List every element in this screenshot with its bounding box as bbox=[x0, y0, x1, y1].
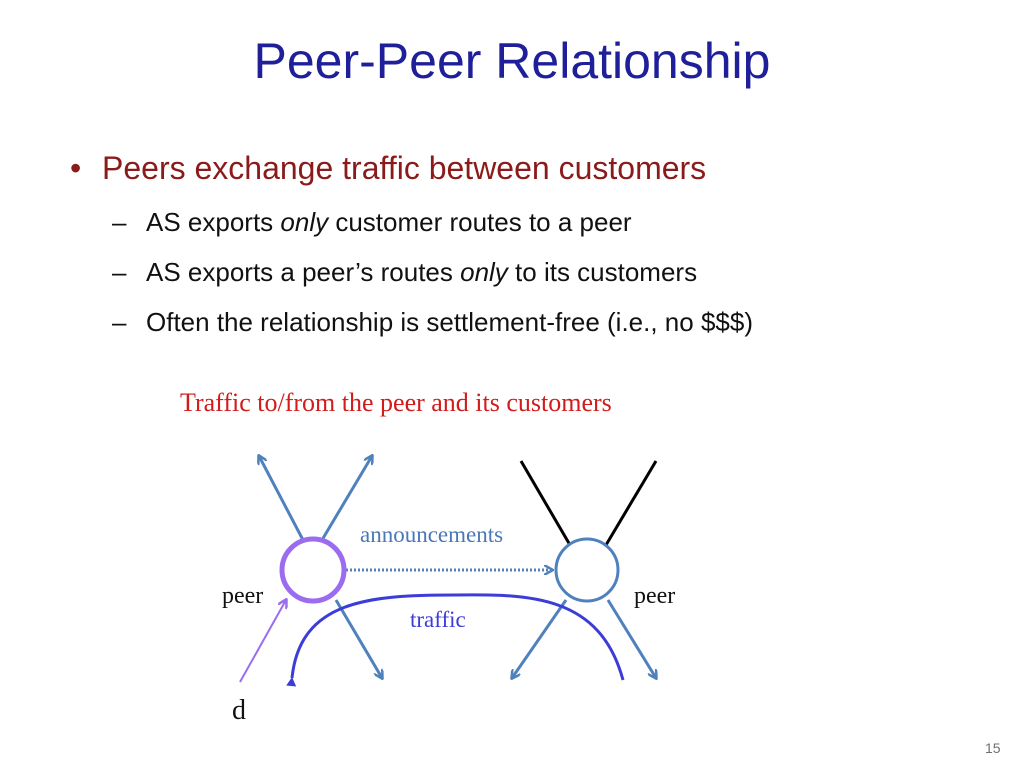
left-peer-node bbox=[279, 536, 347, 604]
bullet-dot-icon: • bbox=[70, 150, 82, 186]
d-to-peer-arrow bbox=[239, 600, 286, 683]
right-edge-down-left bbox=[512, 599, 568, 678]
right-edge-down-right bbox=[606, 599, 656, 678]
left-peer-label: peer bbox=[222, 583, 264, 609]
left-edge-up-left bbox=[259, 456, 305, 541]
right-customer-line-right bbox=[604, 460, 658, 546]
right-peer-node bbox=[554, 537, 620, 603]
traffic-label: traffic bbox=[410, 607, 466, 632]
right-peer-label: peer bbox=[634, 583, 676, 609]
right-customer-line-left bbox=[519, 460, 572, 546]
slide-title: Peer-Peer Relationship bbox=[253, 33, 771, 89]
dash-icon: – bbox=[112, 307, 127, 337]
sub-bullet-1-text-b: customer routes to a peer bbox=[328, 207, 632, 237]
sub-bullet-1-emphasis: only bbox=[280, 207, 329, 237]
sub-bullet-2-emphasis: only bbox=[460, 257, 508, 287]
sub-bullet-2-text-a: AS exports a peer’s routes bbox=[146, 257, 461, 287]
main-bullet: • Peers exchange traffic between custome… bbox=[70, 146, 1010, 190]
main-bullet-text: Peers exchange traffic between customers bbox=[102, 150, 707, 186]
sub-bullet-2-text-b: to its customers bbox=[507, 257, 698, 287]
sub-bullet-3-text: Often the relationship is settlement-fre… bbox=[146, 307, 753, 337]
traffic-curve bbox=[286, 593, 625, 687]
left-edge-up-right bbox=[320, 456, 372, 541]
sub-bullet-3: – Often the relationship is settlement-f… bbox=[70, 304, 1010, 340]
sub-bullet-1: – AS exports only customer routes to a p… bbox=[70, 204, 1010, 240]
dash-icon: – bbox=[112, 257, 127, 287]
sub-bullet-2: – AS exports a peer’s routes only to its… bbox=[70, 254, 1010, 290]
announcements-label: announcements bbox=[360, 522, 504, 547]
dash-icon: – bbox=[112, 207, 127, 237]
diagram-caption: Traffic to/from the peer and its custome… bbox=[180, 388, 612, 417]
sub-bullet-1-text-a: AS exports bbox=[146, 207, 281, 237]
destination-label: d bbox=[232, 695, 246, 726]
bullet-list: • Peers exchange traffic between custome… bbox=[70, 146, 1010, 340]
left-edge-down-right bbox=[334, 599, 382, 678]
page-number: 15 bbox=[985, 740, 1001, 756]
